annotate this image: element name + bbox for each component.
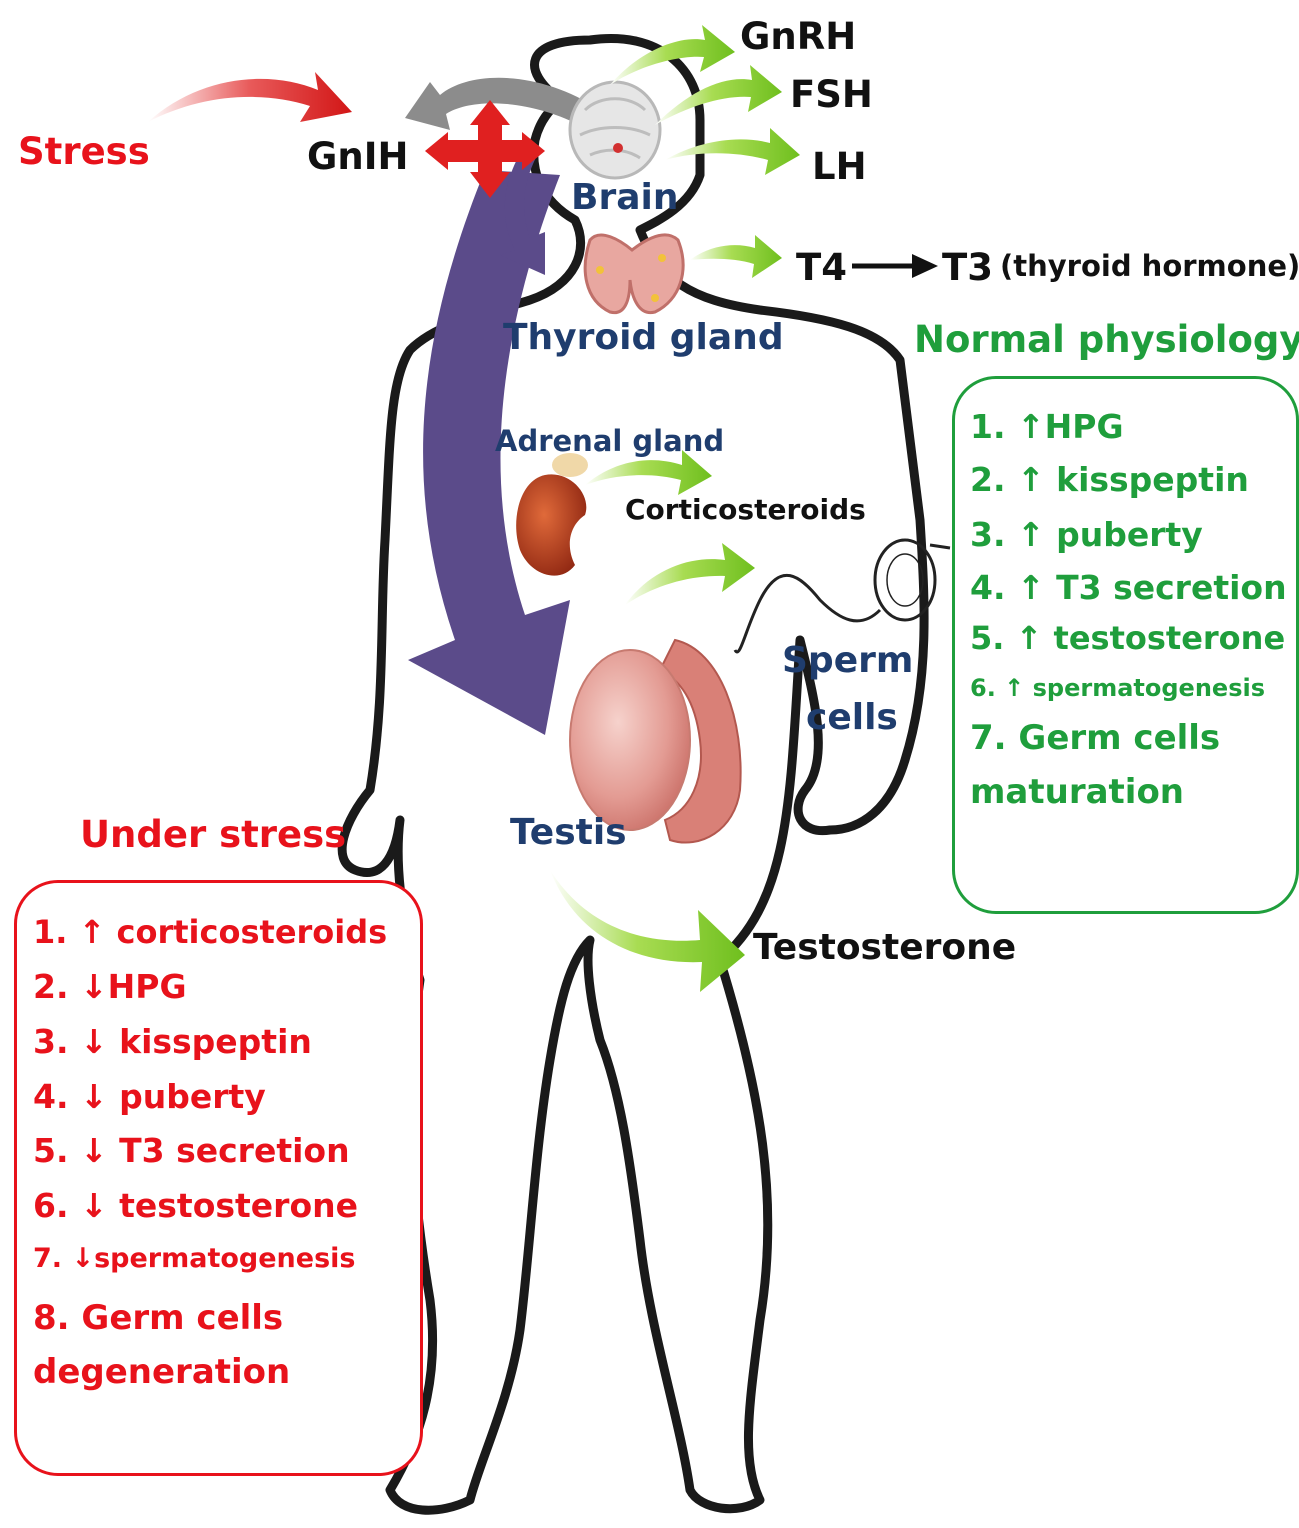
under-stress-list: 1. ↑ corticosteroids 2. ↓HPG 3. ↓ kisspe…: [33, 916, 387, 1409]
testis-organ: [569, 638, 742, 844]
arrow-testis-to-testosterone: [550, 870, 745, 992]
arrow-brain-to-lh: [665, 128, 800, 175]
normal-item: 4. ↑ T3 secretion: [970, 568, 1287, 607]
under-stress-title: Under stress: [80, 813, 347, 856]
normal-item: 6. ↑ spermatogenesis: [970, 674, 1265, 702]
testosterone-label: Testosterone: [753, 927, 1017, 968]
stress-item: 5. ↓ T3 secretion: [33, 1131, 350, 1170]
normal-item: 5. ↑ testosterone: [970, 619, 1286, 657]
stress-item: 3. ↓ kisspeptin: [33, 1022, 312, 1061]
arrow-adrenal-to-corticosteroids: [585, 450, 712, 495]
stress-item: 1. ↑ corticosteroids: [33, 913, 388, 951]
t4-label: T4: [796, 246, 847, 289]
stress-label: Stress: [18, 130, 150, 173]
thyroid-organ: [583, 233, 685, 315]
gnih-label: GnIH: [307, 135, 409, 178]
normal-physiology-title: Normal physiology: [914, 318, 1299, 361]
stress-arrow: [148, 72, 352, 122]
testis-label: Testis: [510, 812, 627, 853]
brain-label: Brain: [571, 177, 679, 218]
purple-arrow-to-thyroid: [500, 145, 545, 275]
stress-item: 4. ↓ puberty: [33, 1077, 266, 1116]
lh-label: LH: [812, 145, 867, 188]
brain-organ: [568, 80, 662, 180]
sperm-label-line2: cells: [806, 697, 898, 738]
arrow-brain-to-gnrh: [610, 25, 735, 85]
gray-feedback-arrow: [405, 77, 600, 130]
arrow-to-sperm: [625, 543, 755, 605]
gnih-red-crossarrow: [425, 100, 545, 198]
corticosteroids-label: Corticosteroids: [625, 493, 866, 526]
normal-physiology-panel: [952, 376, 1299, 914]
stress-item: degeneration: [33, 1352, 291, 1392]
adrenal-gland-label: Adrenal gland: [495, 424, 725, 458]
t4-to-t3-arrow: [852, 254, 938, 278]
t3-label: T3: [942, 246, 993, 289]
arrow-thyroid-to-t4: [690, 235, 782, 278]
normal-item: 2. ↑ kisspeptin: [970, 460, 1249, 499]
stress-item: 6. ↓ testosterone: [33, 1186, 358, 1225]
purple-arrow-to-testis: [408, 170, 570, 735]
normal-item: 3. ↑ puberty: [970, 515, 1203, 554]
gnrh-label: GnRH: [740, 15, 857, 58]
sperm-cell-icon: [733, 538, 951, 654]
thyroid-gland-label: Thyroid gland: [503, 317, 784, 358]
stress-item: 2. ↓HPG: [33, 967, 187, 1006]
normal-item: maturation: [970, 772, 1185, 812]
stress-item: 7. ↓spermatogenesis: [33, 1243, 356, 1274]
fsh-label: FSH: [790, 73, 873, 116]
stress-item: 8. Germ cells: [33, 1298, 284, 1338]
adrenal-kidney-organ: [516, 453, 588, 576]
normal-item: 1. ↑HPG: [970, 410, 1124, 446]
thyroid-hormone-label: (thyroid hormone): [1000, 249, 1299, 283]
normal-physiology-list: 1. ↑HPG 2. ↑ kisspeptin 3. ↑ puberty 4. …: [970, 410, 1295, 829]
under-stress-panel: [14, 880, 423, 1476]
normal-item: 7. Germ cells: [970, 718, 1221, 758]
arrow-brain-to-fsh: [655, 65, 782, 125]
sperm-label-line1: Sperm: [782, 640, 914, 681]
